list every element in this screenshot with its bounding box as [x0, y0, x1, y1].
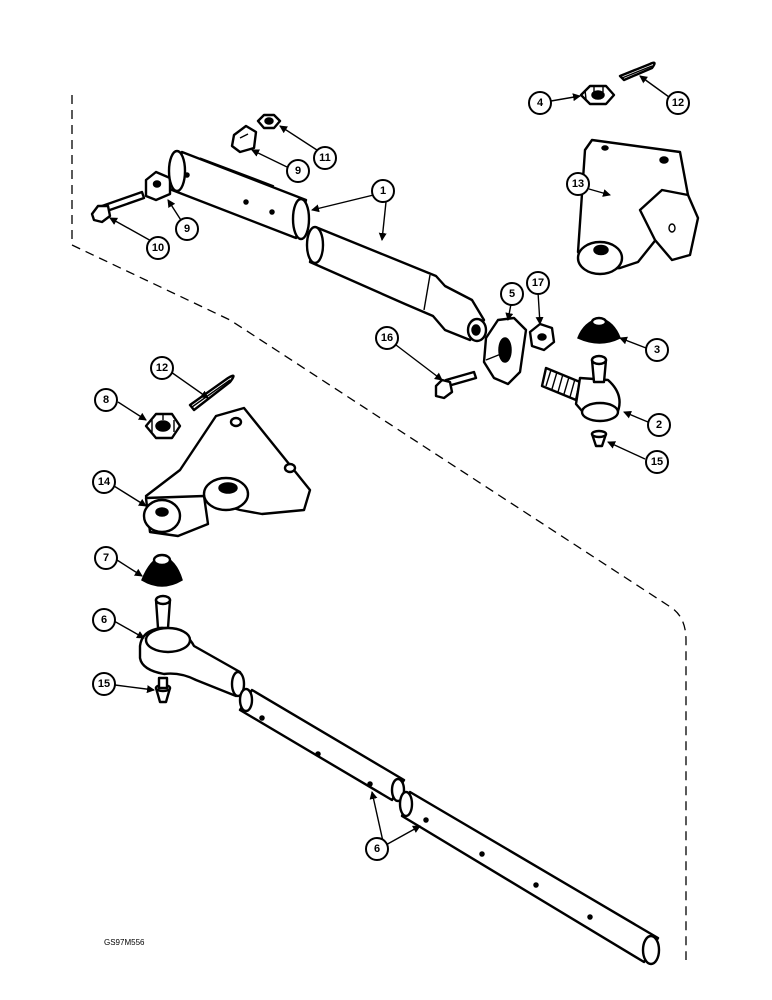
callout-12-top: 12 [666, 91, 690, 115]
svg-text:6: 6 [101, 614, 107, 626]
callout-9-upper: 9 [286, 159, 310, 183]
figure-code: GS97M556 [104, 938, 145, 947]
svg-text:9: 9 [295, 165, 301, 177]
svg-text:7: 7 [103, 552, 109, 564]
svg-text:16: 16 [381, 332, 393, 344]
svg-text:11: 11 [319, 152, 331, 164]
callout-17: 17 [526, 271, 550, 295]
cotter-pin-12-top [618, 61, 656, 82]
callout-15-right: 15 [645, 450, 669, 474]
dust-boot-3 [577, 316, 621, 344]
svg-text:1: 1 [380, 185, 386, 197]
svg-text:12: 12 [156, 362, 168, 374]
castellated-nut-4 [579, 84, 616, 106]
svg-text:15: 15 [651, 456, 663, 468]
callout-8: 8 [94, 388, 118, 412]
callout-2: 2 [647, 413, 671, 437]
tie-rod-end-6 [138, 594, 246, 698]
grease-fitting-15-left [154, 676, 172, 704]
clamp-5 [482, 316, 528, 386]
assembly-boundary [71, 95, 687, 960]
svg-text:8: 8 [103, 394, 109, 406]
callout-7: 7 [94, 546, 118, 570]
svg-text:3: 3 [654, 344, 660, 356]
callout-11: 11 [313, 146, 337, 170]
callout-12-mid: 12 [150, 356, 174, 380]
svg-text:15: 15 [98, 678, 110, 690]
callout-10: 10 [146, 236, 170, 260]
callout-6-upper: 6 [92, 608, 116, 632]
callout-3: 3 [645, 338, 669, 362]
callout-16: 16 [375, 326, 399, 350]
svg-text:14: 14 [98, 476, 111, 488]
tie-rod-end-2 [540, 354, 621, 423]
callout-13: 13 [566, 172, 590, 196]
castellated-nut-8 [144, 412, 182, 440]
tie-rod-tube-6-upper [238, 687, 406, 803]
steering-arm-bracket-13 [576, 138, 700, 276]
leader-lines [109, 75, 670, 847]
steering-arm-bracket-14 [142, 406, 312, 538]
dust-boot-7 [141, 553, 183, 587]
callout-15-left: 15 [92, 672, 116, 696]
cotter-pin-12-mid [188, 374, 235, 412]
tie-rod-tube-6-lower [398, 790, 661, 966]
svg-text:10: 10 [152, 242, 164, 254]
nut-11 [256, 113, 282, 130]
svg-text:2: 2 [656, 419, 662, 431]
svg-text:4: 4 [537, 97, 544, 109]
callout-9-lower: 9 [175, 217, 199, 241]
clamp-9-upper [230, 124, 258, 154]
svg-text:13: 13 [572, 178, 584, 190]
callout-6-lower: 6 [365, 837, 389, 861]
callout-4: 4 [528, 91, 552, 115]
svg-text:9: 9 [184, 223, 190, 235]
svg-text:12: 12 [672, 97, 684, 109]
callout-1: 1 [371, 179, 395, 203]
svg-text:17: 17 [532, 277, 544, 289]
svg-text:6: 6 [374, 843, 380, 855]
tie-rod-tube-1-inner [305, 225, 488, 343]
callout-14: 14 [92, 470, 116, 494]
svg-text:5: 5 [509, 288, 515, 300]
bolt-10 [90, 190, 146, 224]
callout-5: 5 [500, 282, 524, 306]
nut-17 [528, 322, 556, 352]
grease-fitting-15-right [590, 429, 608, 448]
bolt-16 [434, 370, 478, 400]
tie-rod-tube-1-outer [167, 149, 311, 241]
clamp-9-lower [144, 170, 172, 202]
